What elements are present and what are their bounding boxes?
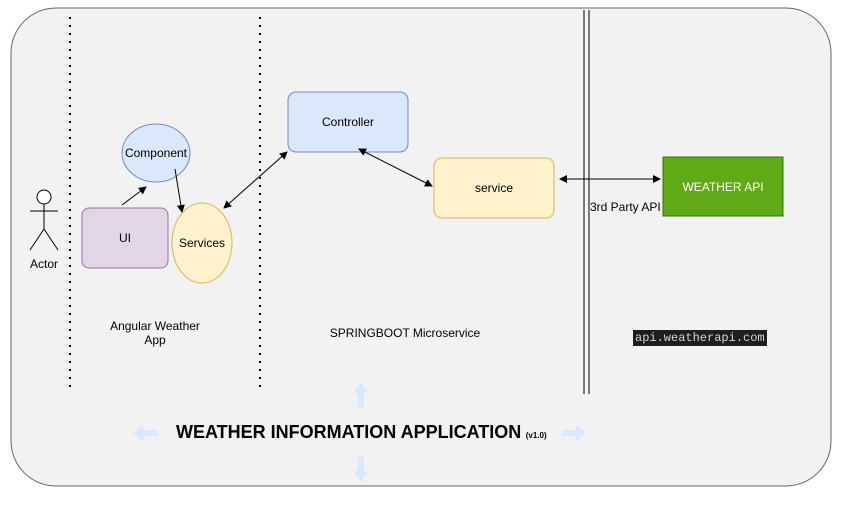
application-container <box>10 7 832 487</box>
services-node[interactable] <box>171 202 233 284</box>
edge-component-to-services <box>174 168 185 213</box>
edge-controller-service <box>358 148 433 187</box>
hint-arrow-right-icon <box>562 425 586 441</box>
controller-node[interactable] <box>287 91 409 153</box>
service-node[interactable] <box>433 157 555 219</box>
weather-api-node[interactable] <box>662 156 784 217</box>
actor-label: Actor <box>29 257 58 271</box>
angular-app-caption-line2: App <box>144 333 166 347</box>
edge-ui-to-component <box>121 186 147 206</box>
edge-services-controller <box>223 151 288 209</box>
ui-node[interactable] <box>81 207 169 269</box>
service-label: service <box>474 181 513 195</box>
page-title-version: (v1.0) <box>525 431 547 440</box>
springboot-caption: SPRINGBOOT Microservice <box>329 326 481 340</box>
hint-arrow-up-icon <box>353 383 369 407</box>
component-label: Component <box>124 146 188 160</box>
page-title-main: WEATHER INFORMATION APPLICATION <box>176 422 522 442</box>
angular-app-caption-line1: Angular Weather <box>110 319 200 333</box>
hint-arrow-left-icon <box>133 425 158 441</box>
hint-arrow-down-icon <box>353 457 369 481</box>
weather-api-url: api.weatherapi.com <box>633 330 767 346</box>
services-label: Services <box>178 236 225 250</box>
actor-icon <box>29 189 59 251</box>
weather-api-label: WEATHER API <box>682 179 764 194</box>
page-title: WEATHER INFORMATION APPLICATION (v1.0) <box>176 422 547 443</box>
ui-label: UI <box>119 231 131 245</box>
controller-label: Controller <box>321 115 375 129</box>
component-node[interactable] <box>121 123 191 183</box>
third-party-api-label: 3rd Party API <box>590 200 661 214</box>
